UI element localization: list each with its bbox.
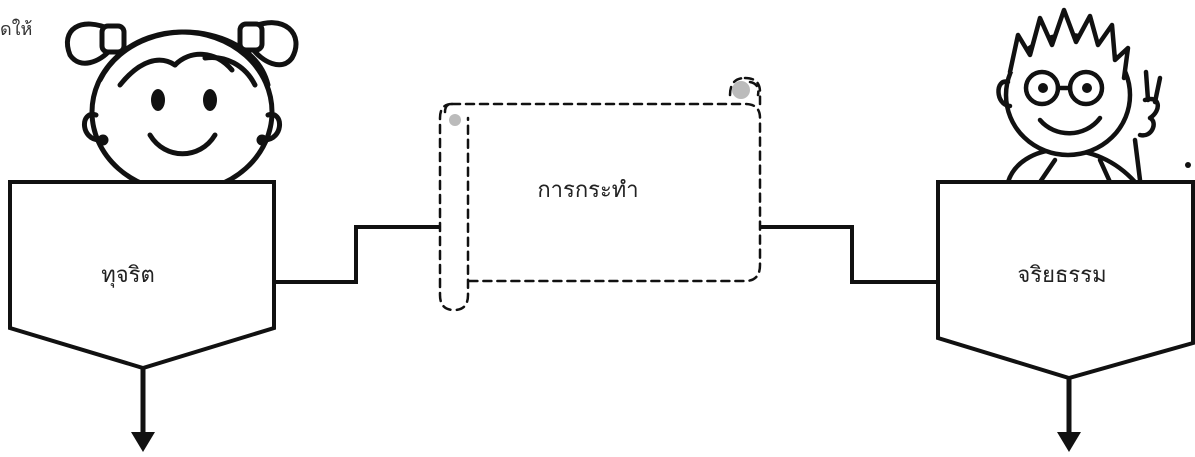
- left-category-box: ทุจริต: [8, 180, 276, 371]
- boy-cartoon-icon: [996, 7, 1191, 185]
- right-connector-line: [760, 225, 938, 284]
- right-category-box: จริยธรรม: [936, 180, 1195, 381]
- center-scroll-label: การกระทำ: [537, 178, 638, 203]
- left-box-label: ทุจริต: [101, 263, 155, 288]
- corner-text: ดให้: [0, 19, 33, 40]
- right-box-label: จริยธรรม: [1017, 263, 1106, 288]
- left-connector-line: [274, 225, 440, 284]
- left-down-arrow: [131, 368, 155, 452]
- right-down-arrow: [1057, 378, 1081, 452]
- center-scroll-shape: [438, 76, 762, 312]
- girl-cartoon-icon: [64, 20, 299, 195]
